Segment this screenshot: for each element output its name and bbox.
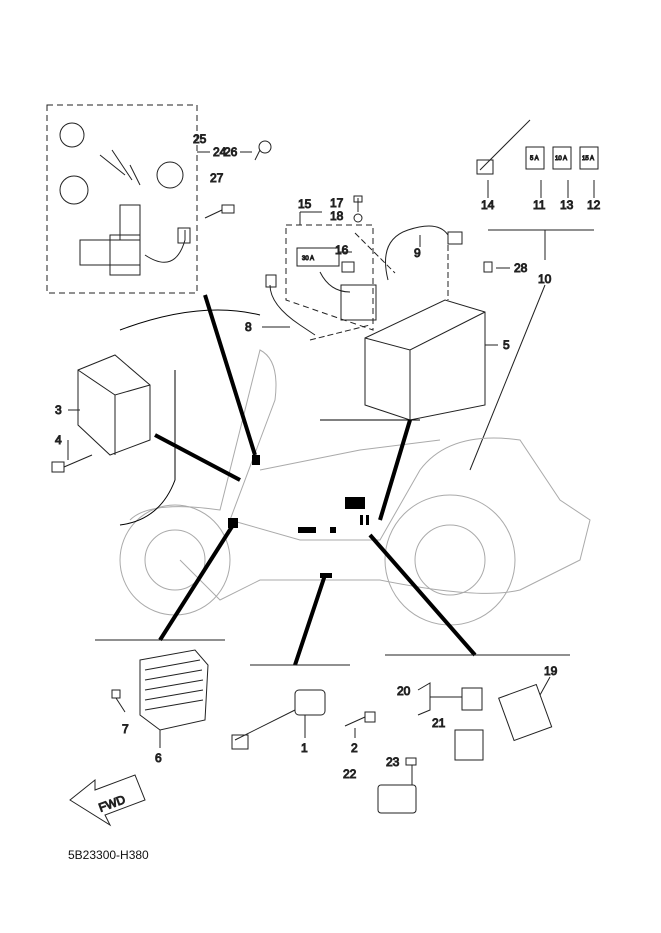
callout-28: 28 — [514, 261, 528, 275]
callout-18: 18 — [330, 209, 344, 223]
callout-22: 22 — [343, 767, 357, 781]
bolt-2 — [344, 711, 376, 727]
scooter-outline — [119, 349, 591, 626]
bolt-7 — [111, 689, 126, 713]
callout-5: 5 — [503, 338, 510, 352]
callout-8: 8 — [245, 320, 252, 334]
callout-13: 13 — [560, 198, 574, 212]
callout-14: 14 — [481, 198, 495, 212]
relay-group-box — [285, 224, 374, 331]
fuse-16-rating: 30 A — [302, 256, 314, 262]
callout-26: 26 — [224, 145, 238, 159]
sidestand-switch-1 — [231, 689, 326, 750]
lead-9 — [385, 225, 449, 281]
fuse-holder-lead-14 — [479, 119, 531, 171]
callout-12: 12 — [587, 198, 601, 212]
callout-10: 10 — [538, 272, 552, 286]
callout-27: 27 — [210, 171, 224, 185]
callout-20: 20 — [397, 684, 411, 698]
rectifier-regulator-6 — [139, 649, 209, 731]
location-leaders — [154, 294, 477, 666]
starter-relay — [340, 284, 377, 321]
location-markers — [228, 455, 369, 578]
battery-5 — [364, 299, 486, 421]
cdi-unit-3 — [77, 354, 151, 456]
callout-2: 2 — [351, 741, 358, 755]
callout-15: 15 — [298, 197, 312, 211]
callout-17: 17 — [330, 196, 344, 210]
diagram-code: 5B23300-H380 — [68, 848, 149, 862]
minus-lead-8 — [269, 284, 316, 336]
callout-9: 9 — [414, 246, 421, 260]
relay-19 — [498, 683, 553, 742]
relay-20 — [461, 687, 483, 711]
fuse-13-rating: 10 A — [555, 156, 567, 162]
key-26 — [254, 140, 272, 161]
callout-6: 6 — [155, 751, 162, 765]
fuse-16 — [296, 247, 340, 267]
fuse-12-rating: 15 A — [582, 156, 594, 162]
callout-16: 16 — [335, 243, 349, 257]
callout-21: 21 — [432, 716, 446, 730]
ignition-group-box — [46, 104, 198, 294]
relay-21 — [454, 729, 484, 761]
callout-25: 25 — [193, 132, 207, 146]
callout-11: 11 — [533, 198, 546, 212]
fuse-11 — [525, 146, 545, 170]
fuse-12 — [579, 146, 599, 170]
callout-4: 4 — [55, 433, 62, 447]
callout-7: 7 — [122, 722, 129, 736]
fuse-13 — [552, 146, 572, 170]
clip-28 — [483, 261, 493, 273]
main-switch-assembly — [59, 122, 191, 276]
callout-23: 23 — [386, 755, 400, 769]
fwd-arrow — [69, 774, 146, 827]
callout-24: 24 — [213, 145, 227, 159]
callout-3: 3 — [55, 403, 62, 417]
relay-22 — [377, 784, 417, 814]
callout-1: 1 — [301, 741, 308, 755]
callout-19: 19 — [544, 664, 558, 678]
bolt-4 — [51, 454, 93, 473]
screw-27 — [204, 204, 235, 219]
fuse-11-rating: 5 A — [530, 156, 539, 162]
